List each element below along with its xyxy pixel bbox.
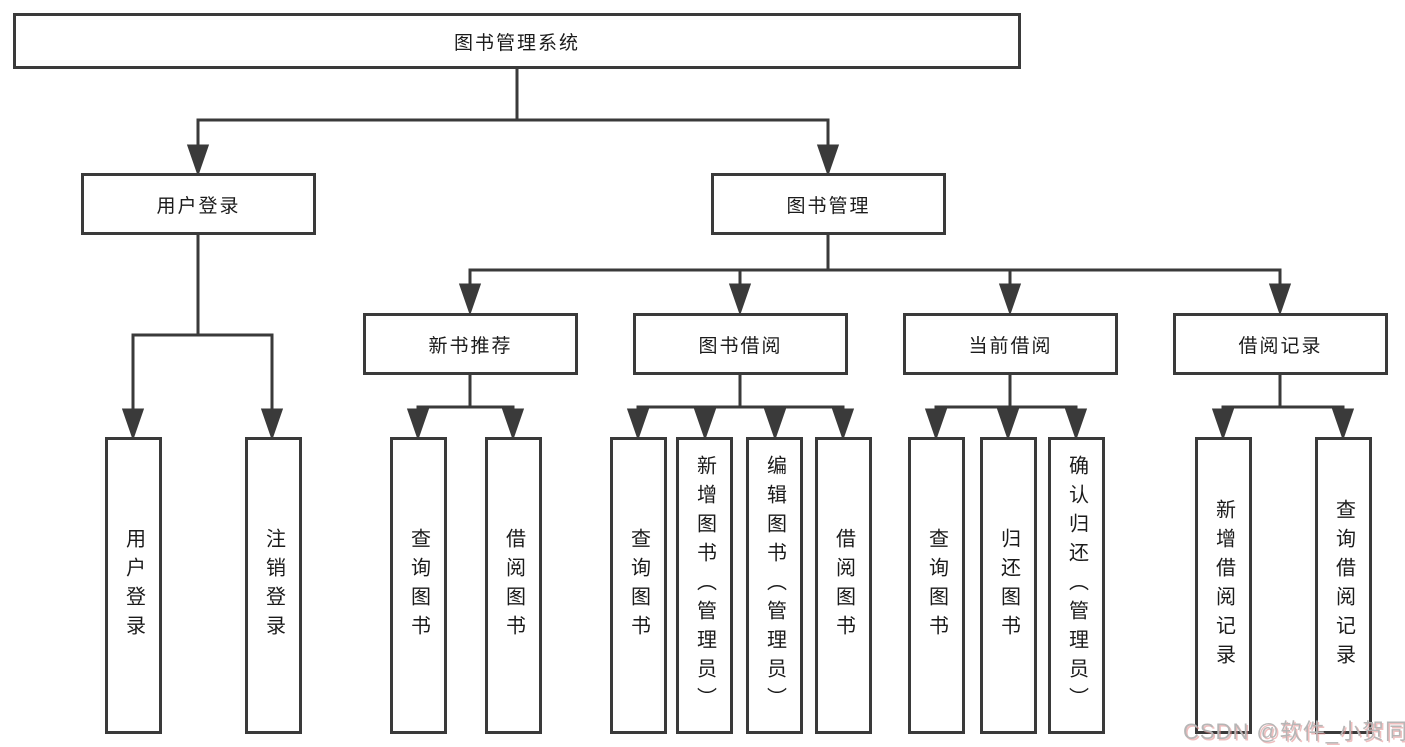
node-borrow-records: 借阅记录 bbox=[1173, 313, 1388, 375]
leaf-newbooks-query-books: 查询图书 bbox=[390, 437, 447, 734]
leaf-borrow-borrow-books: 借阅图书 bbox=[815, 437, 872, 734]
node-new-book-recommend: 新书推荐 bbox=[363, 313, 578, 375]
leaf-records-add-record: 新增借阅记录 bbox=[1195, 437, 1252, 734]
node-user-login: 用户登录 bbox=[81, 173, 316, 235]
node-current-borrow: 当前借阅 bbox=[903, 313, 1118, 375]
leaf-borrow-add-books-admin: 新增图书（管理员） bbox=[676, 437, 733, 734]
leaf-user-login: 用户登录 bbox=[105, 437, 162, 734]
leaf-logout: 注销登录 bbox=[245, 437, 302, 734]
csdn-watermark: CSDN @软件_小贺同学 bbox=[1183, 719, 1405, 744]
node-book-management: 图书管理 bbox=[711, 173, 946, 235]
node-root: 图书管理系统 bbox=[13, 13, 1021, 69]
leaf-borrow-edit-books-admin: 编辑图书（管理员） bbox=[746, 437, 803, 734]
leaf-newbooks-borrow-books: 借阅图书 bbox=[485, 437, 542, 734]
leaf-borrow-query-books: 查询图书 bbox=[610, 437, 667, 734]
leaf-current-query-books: 查询图书 bbox=[908, 437, 965, 734]
leaf-records-query-record: 查询借阅记录 bbox=[1315, 437, 1372, 734]
leaf-current-return-books: 归还图书 bbox=[980, 437, 1037, 734]
node-book-borrow: 图书借阅 bbox=[633, 313, 848, 375]
leaf-current-confirm-return-admin: 确认归还（管理员） bbox=[1048, 437, 1105, 734]
